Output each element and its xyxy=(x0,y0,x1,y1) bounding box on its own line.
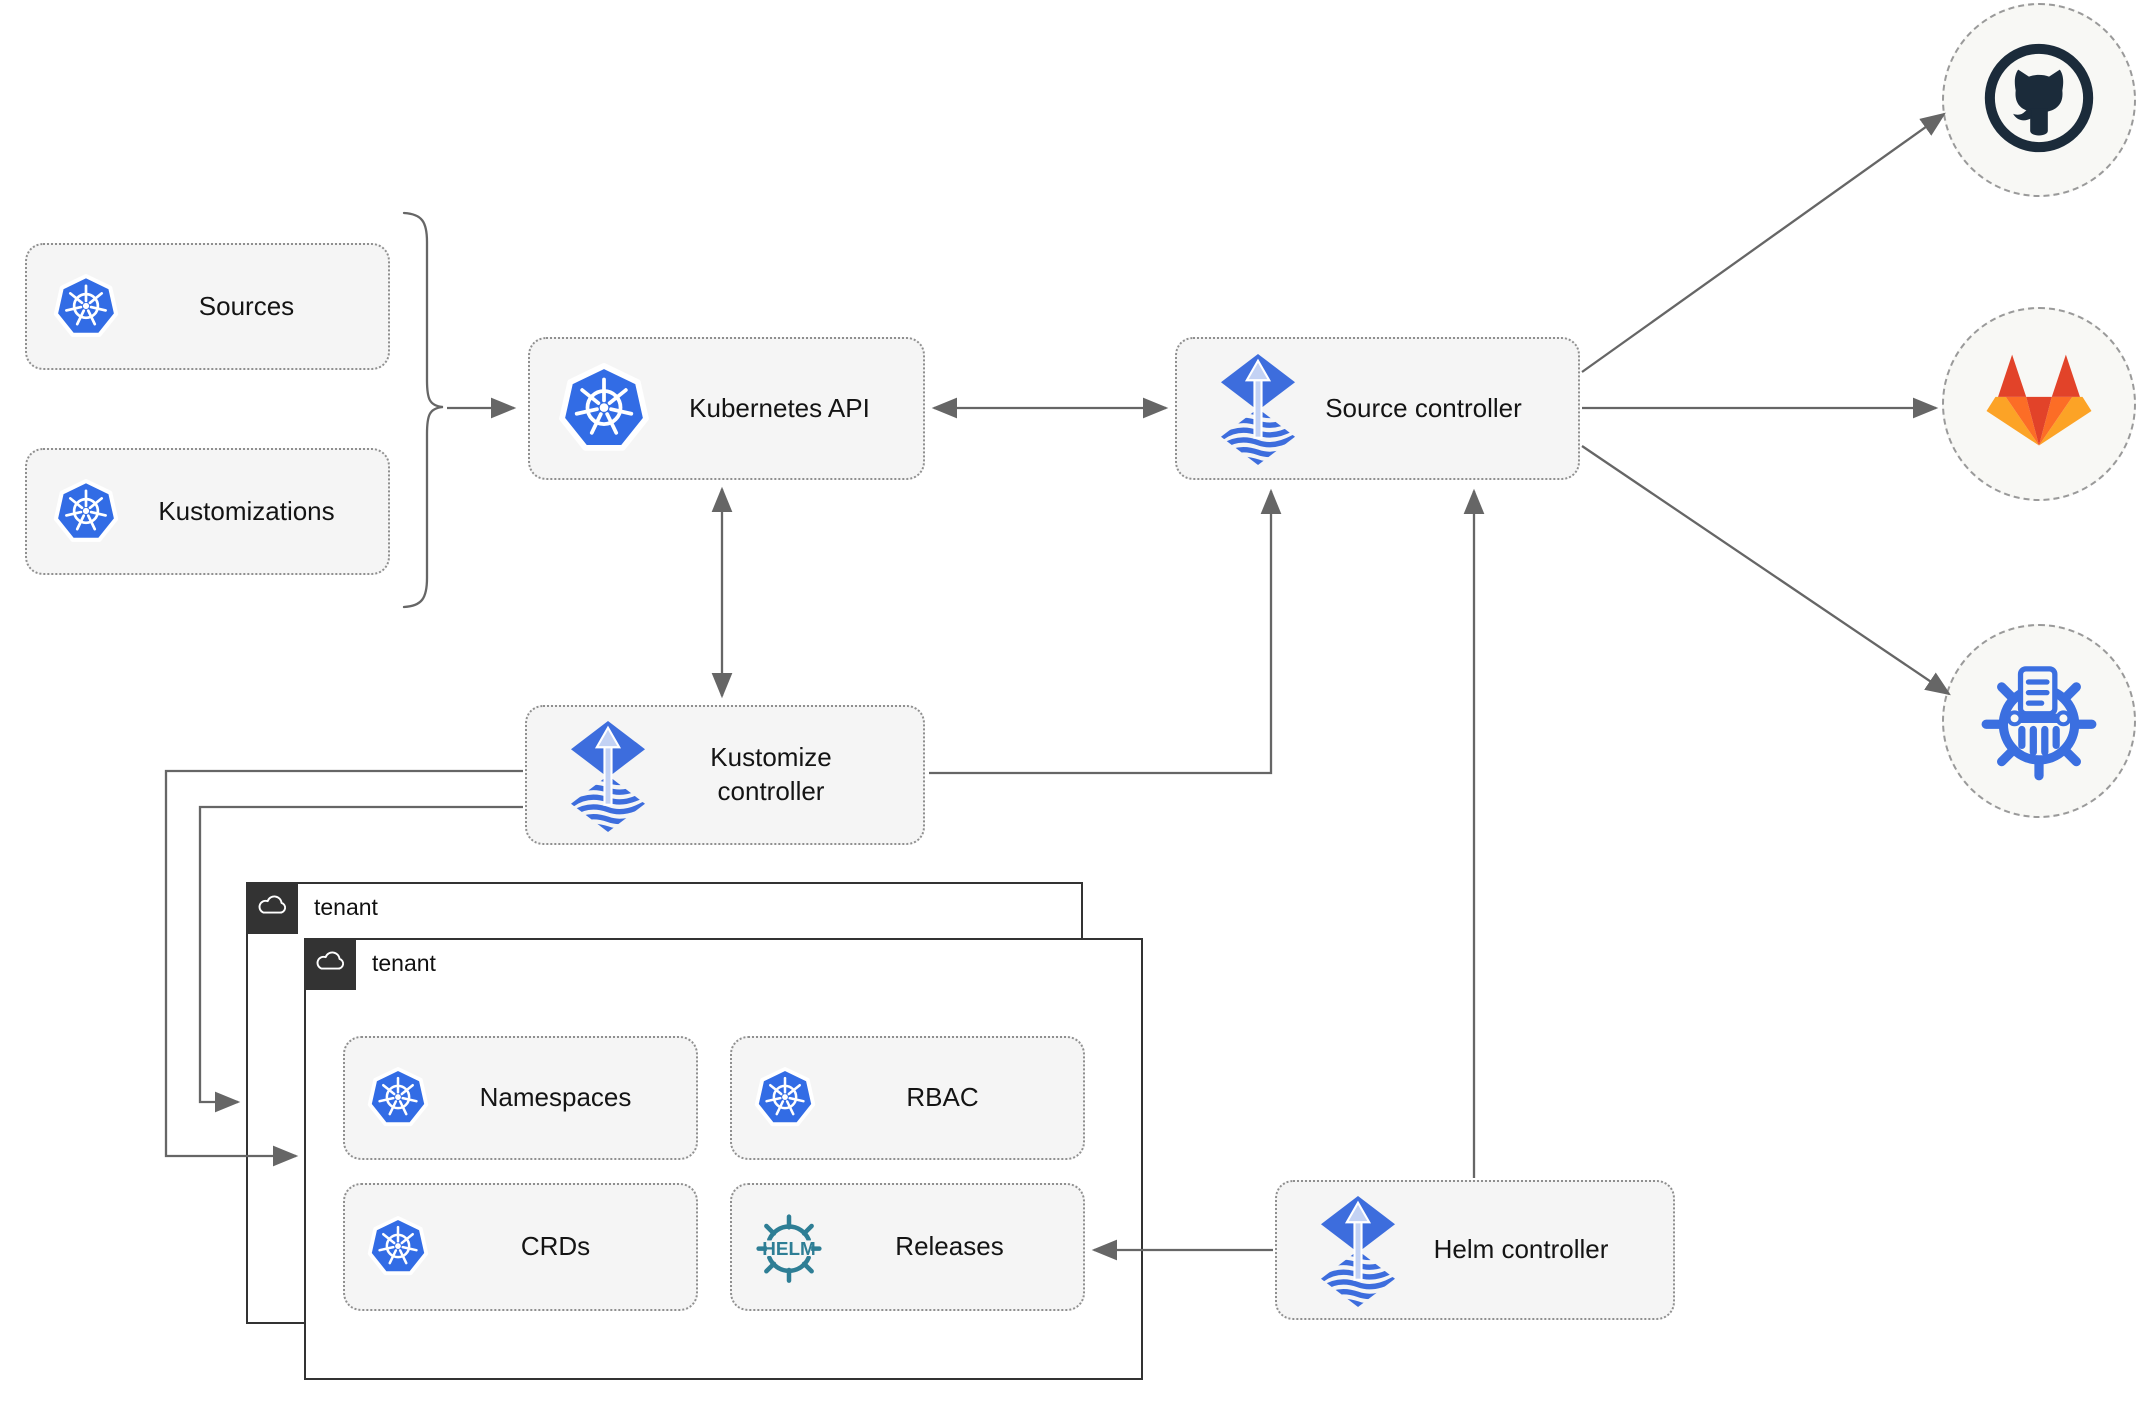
node-label: Source controller xyxy=(1325,392,1522,423)
kubernetes-icon xyxy=(367,1067,429,1129)
node-source-controller: Source controller xyxy=(1175,337,1580,480)
flux-icon xyxy=(1219,352,1297,465)
node-sources: Sources xyxy=(25,243,390,370)
node-crds: CRDs xyxy=(343,1183,698,1311)
kustomize-wheel-icon xyxy=(1973,653,2105,790)
tenant-back-label: tenant xyxy=(314,894,378,920)
cloud-icon xyxy=(255,893,289,923)
node-label: RBAC xyxy=(906,1082,979,1113)
external-gitlab xyxy=(1942,307,2136,501)
flux-icon xyxy=(1319,1194,1397,1307)
external-kustomize xyxy=(1942,624,2136,818)
node-label: Helm controller xyxy=(1433,1234,1609,1265)
node-label: Kubernetes API xyxy=(689,392,870,423)
node-helm-controller: Helm controller xyxy=(1275,1180,1675,1320)
cloud-icon xyxy=(313,949,347,979)
kubernetes-icon xyxy=(53,479,119,545)
node-releases: Releases xyxy=(730,1183,1085,1311)
kubernetes-icon xyxy=(367,1216,429,1278)
node-rbac: RBAC xyxy=(730,1036,1085,1160)
node-label: CRDs xyxy=(520,1231,591,1262)
edge-source-to-github xyxy=(1581,112,1946,373)
node-label: Sources xyxy=(198,290,295,321)
external-github xyxy=(1942,3,2136,197)
node-kustomizations: Kustomizations xyxy=(25,448,390,575)
flux-icon xyxy=(569,719,647,832)
node-label: Kustomizations xyxy=(158,495,335,526)
node-namespaces: Namespaces xyxy=(343,1036,698,1160)
node-kustomize-controller: Kustomize controller xyxy=(525,705,925,845)
node-label: Namespaces xyxy=(479,1082,632,1113)
node-label: Kustomize controller xyxy=(710,742,832,806)
node-kubernetes-api: Kubernetes API xyxy=(528,337,925,480)
kubernetes-icon xyxy=(754,1067,816,1129)
node-label: Releases xyxy=(895,1231,1004,1262)
edge-source-to-kustomize xyxy=(1581,445,1951,696)
edge-kustomize-to-source-controller xyxy=(929,488,1282,775)
gitlab-tanuki-icon xyxy=(1975,338,2103,471)
tenant-front-tab xyxy=(304,938,356,990)
helm-icon xyxy=(748,1206,830,1288)
kubernetes-icon xyxy=(53,274,119,340)
group-brace xyxy=(402,211,444,609)
tenant-front-label: tenant xyxy=(372,950,436,976)
github-octocat-icon xyxy=(1976,35,2102,166)
tenant-back-tab xyxy=(246,882,298,934)
kubernetes-icon xyxy=(558,363,650,455)
